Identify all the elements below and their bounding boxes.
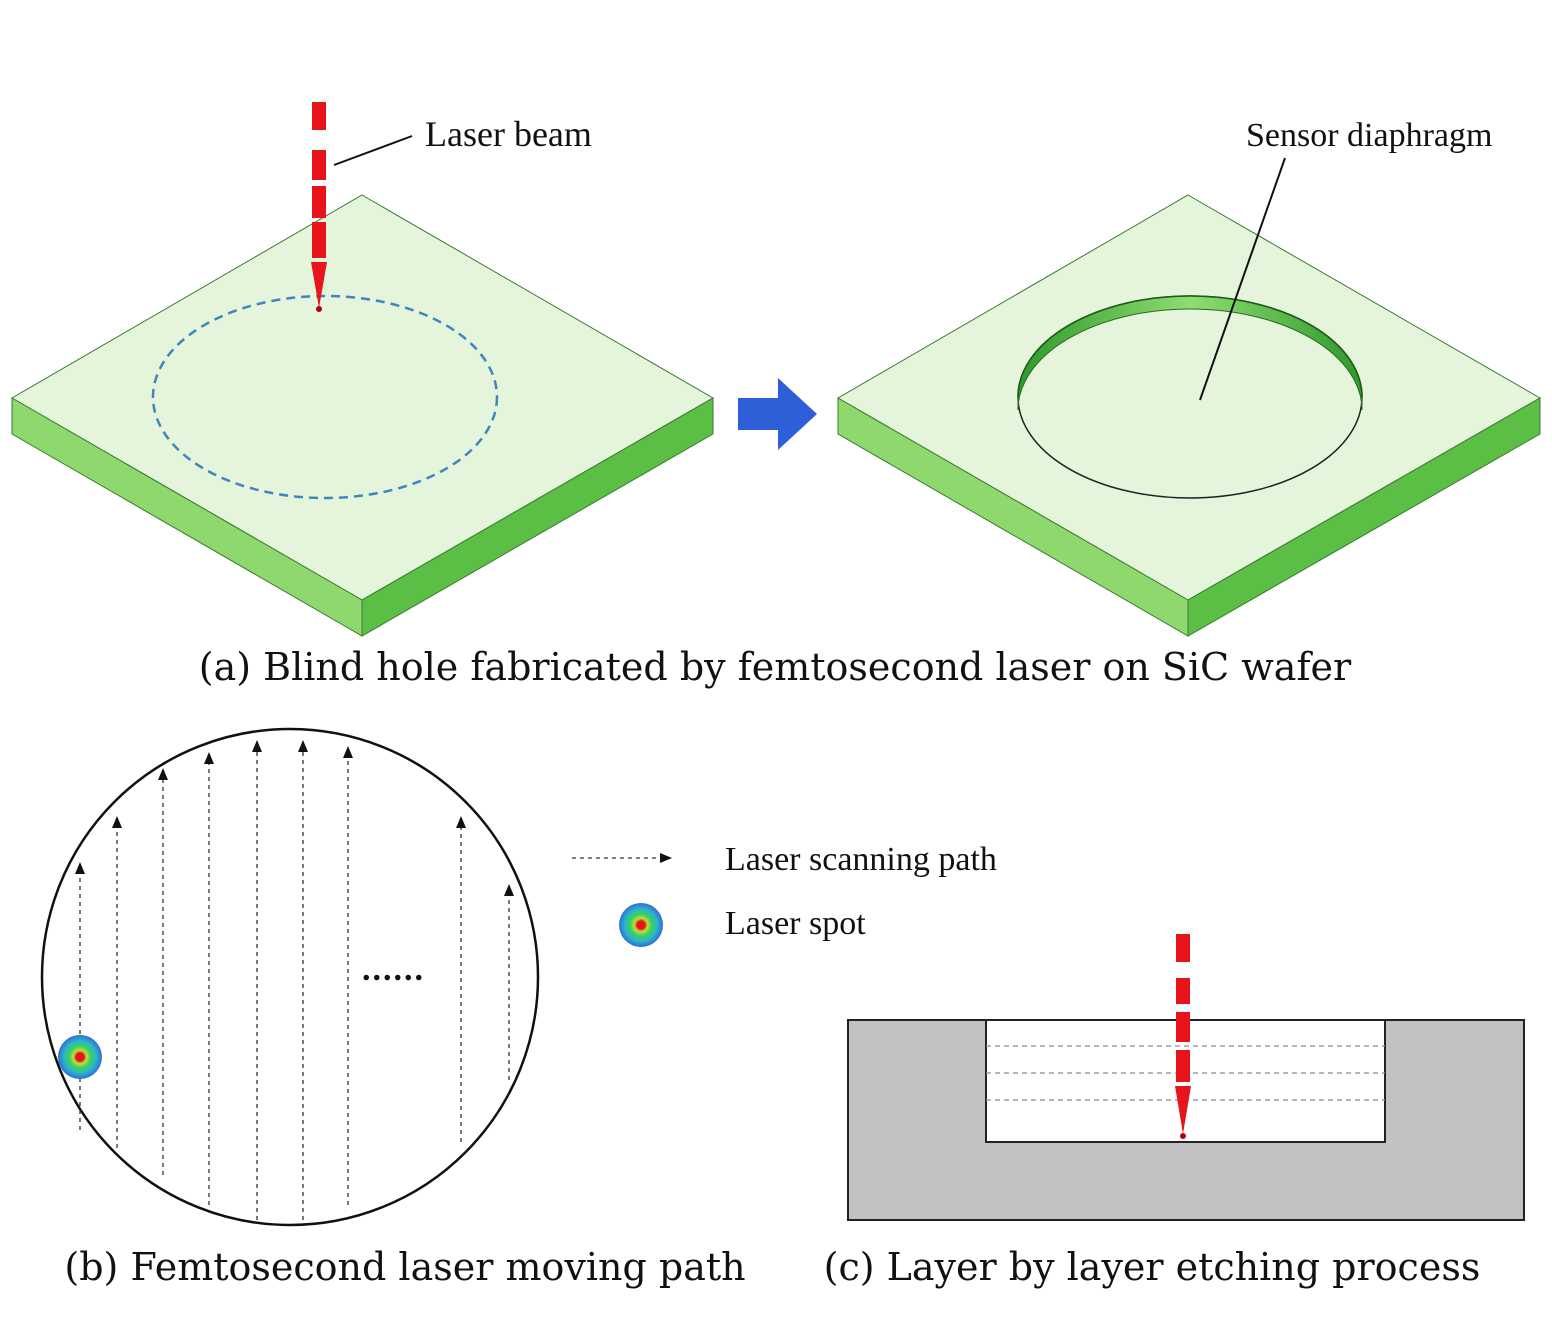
scan-arrowhead [343,746,353,758]
laser-spot-on-path [58,1035,102,1079]
wafer-left-side-front-right [361,397,714,637]
laser-beam-label: Laser beam [425,114,592,154]
scan-arrowhead [158,768,168,780]
wafer-right-side-front-right [1187,397,1541,637]
legend: Laser scanning path Laser spot [572,841,997,947]
scan-lines [79,748,510,1220]
scan-region-circle [40,727,540,1227]
scan-arrowhead [75,862,85,874]
sensor-diaphragm-leader [1199,157,1286,401]
wafer-right [837,194,1542,637]
caption-c: (c) Layer by layer etching process [824,1245,1481,1289]
scan-path-panel: ...... [40,727,540,1227]
caption-a: (a) Blind hole fabricated by femtosecond… [199,645,1352,689]
legend-scan-path-arrowhead [660,853,672,863]
sensor-diaphragm-label: Sensor diaphragm [1246,117,1492,154]
legend-laser-spot-swatch [619,903,663,947]
laser-beam-c [1175,934,1191,1139]
laser-beam-leader [333,135,413,166]
legend-laser-spot-label: Laser spot [725,905,866,942]
scan-arrowhead [204,752,214,764]
legend-scan-path-label: Laser scanning path [725,841,997,878]
scan-arrowhead [112,816,122,828]
laser-beam-a [311,102,327,312]
wafer-left [11,194,715,637]
dashed-circle [151,294,499,500]
scan-arrowhead [252,740,262,752]
wafer-left-top [11,194,715,601]
scan-arrowheads [75,740,514,896]
process-arrow [738,378,817,450]
scan-arrowhead [456,816,466,828]
caption-b: (b) Femtosecond laser moving path [64,1245,745,1289]
scan-ellipsis: ...... [362,951,425,988]
scan-arrowhead [298,740,308,752]
scan-arrowhead [504,884,514,896]
